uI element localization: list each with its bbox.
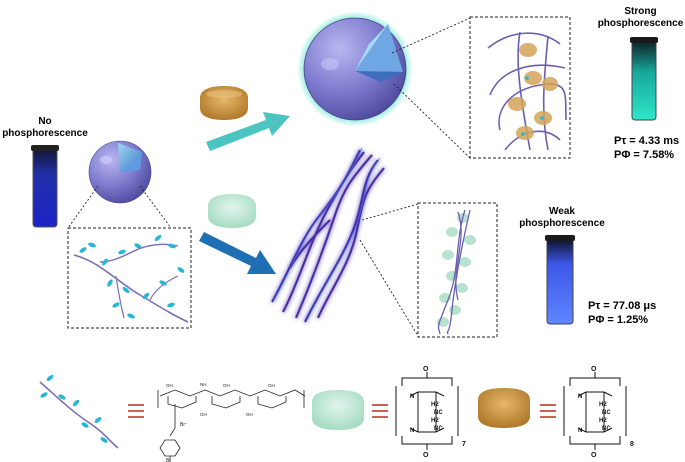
- cb7-nc-bottom: NC: [434, 426, 443, 432]
- cb8-h2-bottom: H2: [599, 418, 607, 424]
- equiv-sign-3: [540, 404, 556, 418]
- cb7-h2-top: H2: [431, 402, 439, 408]
- zoom-lines-top-right: [391, 17, 471, 159]
- chem-label-bromo: Br: [166, 458, 171, 462]
- label-strong-line1: Strong: [624, 6, 657, 17]
- cb8-h2-top: H2: [599, 402, 607, 408]
- polymer-chain-zoom: [73, 235, 189, 323]
- cb7-n-1: N: [410, 394, 414, 400]
- chem-label-oh4: OH: [200, 412, 207, 417]
- cb8-n-1: N: [578, 394, 582, 400]
- chem-label-nh: NH: [200, 382, 207, 387]
- label-weak-line2: phosphorescence: [519, 218, 605, 229]
- label-weak-line1: Weak: [549, 206, 575, 217]
- cb8-structure: [563, 372, 627, 450]
- vial-strong-phosphorescence: [630, 37, 658, 121]
- legend-cb8-capsule: [478, 388, 530, 428]
- arrow-to-sphere: [206, 112, 290, 151]
- cb7-fiber-zoom: [437, 209, 476, 335]
- cb8-capsule-top: [200, 86, 248, 120]
- chem-label-oh2: OH: [223, 383, 230, 388]
- label-no-phos-line2: phosphorescence: [2, 128, 88, 139]
- zoom-lines-mid-right: [359, 203, 419, 337]
- chem-label-oh5: OH: [246, 412, 253, 417]
- weak-lifetime: Pτ = 77.08 μs: [588, 300, 657, 312]
- large-sphere-glowing: [297, 11, 413, 127]
- label-no-phos-line1: No: [38, 116, 52, 127]
- cb8-nc-top: NC: [602, 410, 611, 416]
- cb7-n-2: N: [410, 428, 414, 434]
- cb7-o-bottom: O: [423, 452, 429, 459]
- zoom-box-assembly: [469, 16, 571, 159]
- cb7-subscript: 7: [462, 441, 466, 448]
- polymer-chemical-structure: [157, 389, 306, 462]
- equiv-sign-1: [128, 404, 144, 418]
- cb7-o-top: O: [423, 366, 429, 373]
- legend-cb7-capsule: [312, 390, 364, 430]
- cb7-structure: [395, 372, 459, 450]
- label-weak-phosphorescence: Weak phosphorescence: [512, 206, 612, 230]
- cb8-subscript: 8: [630, 441, 634, 448]
- label-no-phosphorescence: No phosphorescence: [0, 116, 90, 140]
- label-strong-line2: phosphorescence: [597, 18, 684, 29]
- vial-weak-phosphorescence: [545, 235, 575, 325]
- cb7-h2-bottom: H2: [431, 418, 439, 424]
- cb8-o-bottom: O: [591, 452, 597, 459]
- fiber-bundle: [271, 147, 385, 323]
- cb7-capsule-middle: [208, 194, 256, 228]
- cb8-o-top: O: [591, 366, 597, 373]
- chem-label-oh3: OH: [268, 383, 275, 388]
- cb8-network-zoom: [487, 31, 567, 151]
- zoom-lines-left: [67, 185, 172, 229]
- cb7-nc-top: NC: [434, 410, 443, 416]
- arrow-to-fibers: [199, 232, 276, 274]
- label-strong-phosphorescence: Strong phosphorescence: [596, 6, 685, 30]
- small-sphere: [88, 140, 152, 204]
- chem-label-bromide: Br⁻: [180, 422, 188, 428]
- legend-polymer-icon: [39, 375, 119, 449]
- cb8-n-2: N: [578, 428, 582, 434]
- vial-no-phosphorescence: [31, 145, 59, 228]
- strong-lifetime: Pτ = 4.33 ms: [614, 135, 680, 147]
- equiv-sign-2: [372, 404, 388, 418]
- chem-label-oh1: OH: [166, 383, 173, 388]
- weak-quantum-yield: PΦ = 1.25%: [588, 314, 649, 326]
- cb8-nc-bottom: NC: [602, 426, 611, 432]
- zoom-box-polymer: [67, 227, 192, 329]
- strong-quantum-yield: PΦ = 7.58%: [614, 149, 675, 161]
- zoom-box-fiber: [417, 202, 498, 338]
